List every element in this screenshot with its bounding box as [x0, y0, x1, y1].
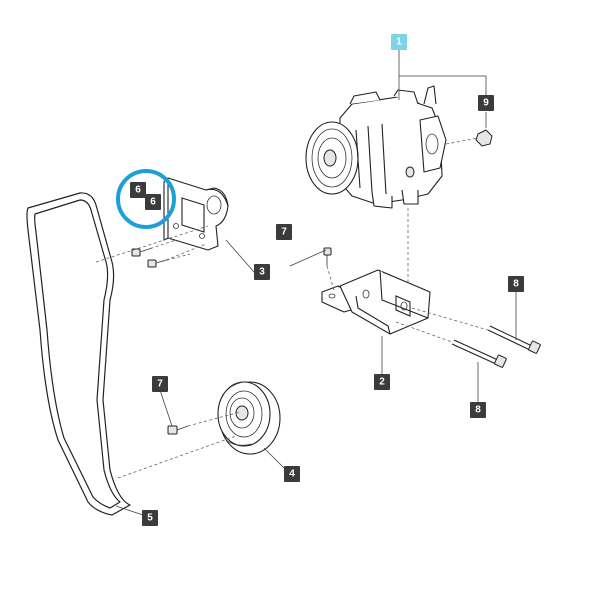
- callout-1[interactable]: 1: [391, 34, 407, 50]
- svg-text:8: 8: [513, 279, 519, 290]
- mounting-bracket[interactable]: [321, 269, 431, 335]
- nut-icon[interactable]: [475, 129, 493, 147]
- callout-2[interactable]: 2: [374, 374, 390, 390]
- svg-text:8: 8: [475, 405, 481, 416]
- svg-text:7: 7: [157, 379, 163, 390]
- svg-text:5: 5: [147, 513, 153, 524]
- callout-5[interactable]: 5: [142, 510, 158, 526]
- svg-text:3: 3: [259, 267, 265, 278]
- callout-4[interactable]: 4: [284, 466, 300, 482]
- callout-6b[interactable]: 6: [145, 194, 161, 210]
- svg-text:4: 4: [289, 469, 295, 480]
- callout-3[interactable]: 3: [254, 264, 270, 280]
- bolt-icon[interactable]: [147, 259, 167, 268]
- callout-6a[interactable]: 6: [130, 182, 146, 198]
- svg-text:6: 6: [150, 197, 156, 208]
- bolt-icon[interactable]: [167, 425, 189, 435]
- selection-ring: [116, 169, 176, 229]
- callout-9[interactable]: 9: [478, 95, 494, 111]
- bolt-icon[interactable]: [451, 339, 507, 368]
- callout-7b[interactable]: 7: [152, 376, 168, 392]
- svg-text:2: 2: [379, 377, 385, 388]
- drive-belt[interactable]: [26, 192, 131, 516]
- ac-compressor[interactable]: [305, 85, 447, 209]
- callout-8a[interactable]: 8: [508, 276, 524, 292]
- svg-text:6: 6: [135, 185, 141, 196]
- tensioner-bracket[interactable]: [163, 177, 229, 251]
- svg-text:7: 7: [281, 227, 287, 238]
- callout-7a[interactable]: 7: [276, 224, 292, 240]
- bolt-icon[interactable]: [487, 325, 541, 354]
- pulley[interactable]: [217, 381, 281, 455]
- svg-text:9: 9: [483, 98, 489, 109]
- svg-text:1: 1: [396, 37, 402, 48]
- callout-8b[interactable]: 8: [470, 402, 486, 418]
